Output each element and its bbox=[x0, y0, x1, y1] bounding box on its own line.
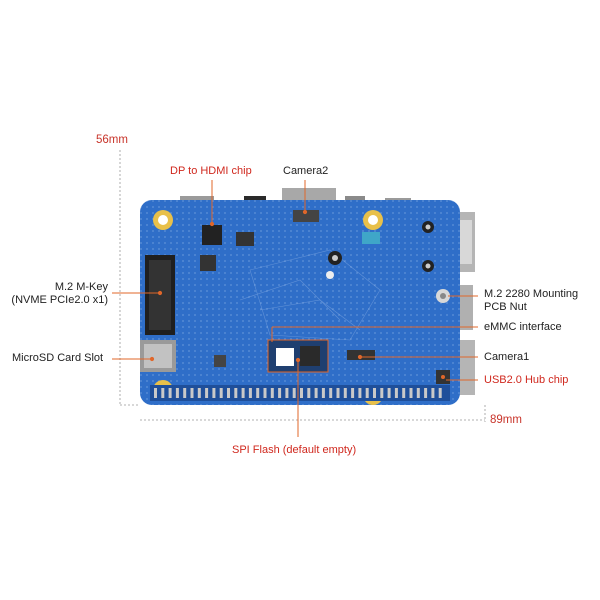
gpio-pin bbox=[314, 388, 318, 398]
gpio-pin bbox=[321, 388, 325, 398]
gpio-pin bbox=[402, 388, 406, 398]
gpio-pin bbox=[270, 388, 274, 398]
gpio-pin bbox=[161, 388, 165, 398]
gpio-pin bbox=[241, 388, 245, 398]
gpio-pin bbox=[227, 388, 230, 398]
gpio-pin bbox=[212, 388, 216, 398]
label-mounting: M.2 2280 Mounting PCB Nut bbox=[484, 288, 578, 314]
gpio-pin bbox=[438, 388, 442, 398]
gpio-pin bbox=[300, 388, 303, 398]
gpio-pin bbox=[168, 388, 172, 398]
gpio-pin bbox=[365, 388, 369, 398]
gpio-pin bbox=[248, 388, 252, 398]
gpio-pin bbox=[343, 388, 347, 398]
gpio-pin bbox=[154, 388, 157, 398]
label-m2-line2: (NVME PCIe2.0 x1) bbox=[11, 294, 108, 306]
label-m2-line1: M.2 M-Key bbox=[54, 281, 108, 293]
gpio-pin bbox=[409, 388, 413, 398]
gpio-pin bbox=[387, 388, 391, 398]
gpio-pin bbox=[263, 388, 267, 398]
label-mount-line1: M.2 2280 Mounting bbox=[484, 288, 579, 300]
gpio-pin bbox=[336, 388, 340, 398]
gpio-pin bbox=[416, 388, 420, 398]
gpio-pin bbox=[183, 388, 187, 398]
gpio-pin bbox=[380, 388, 384, 398]
leader-lines bbox=[112, 180, 478, 437]
gpio-pin bbox=[307, 388, 311, 398]
gpio-pin bbox=[424, 388, 428, 398]
gpio-pin bbox=[175, 388, 179, 398]
label-usb-hub: USB2.0 Hub chip bbox=[484, 374, 569, 386]
gpio-pin bbox=[373, 388, 376, 398]
dimension-lines bbox=[119, 150, 486, 422]
gpio-pin bbox=[205, 388, 209, 398]
label-emmc: eMMC interface bbox=[484, 321, 562, 333]
gpio-pin bbox=[329, 388, 333, 398]
label-m2: M.2 M-Key (NVME PCIe2.0 x1) bbox=[8, 281, 108, 307]
gpio-pin bbox=[234, 388, 238, 398]
gpio-pin bbox=[358, 388, 362, 398]
gpio-pin bbox=[197, 388, 201, 398]
gpio-pin bbox=[292, 388, 296, 398]
gpio-pin bbox=[278, 388, 282, 398]
gpio-pin bbox=[351, 388, 355, 398]
label-mount-line2: PCB Nut bbox=[484, 301, 527, 313]
label-camera2: Camera2 bbox=[283, 165, 329, 177]
gpio-pin bbox=[394, 388, 398, 398]
gpio-pin bbox=[285, 388, 289, 398]
width-dimension: 89mm bbox=[490, 414, 522, 426]
gpio-pin bbox=[219, 388, 223, 398]
gpio-pin bbox=[431, 388, 435, 398]
gpio-pin bbox=[256, 388, 260, 398]
label-dp-hdmi: DP to HDMI chip bbox=[170, 165, 252, 177]
label-microsd: MicroSD Card Slot bbox=[12, 352, 104, 364]
label-camera1: Camera1 bbox=[484, 351, 530, 363]
gpio-pin bbox=[190, 388, 194, 398]
height-dimension: 56mm bbox=[96, 134, 128, 146]
label-spi-flash: SPI Flash (default empty) bbox=[232, 444, 357, 456]
